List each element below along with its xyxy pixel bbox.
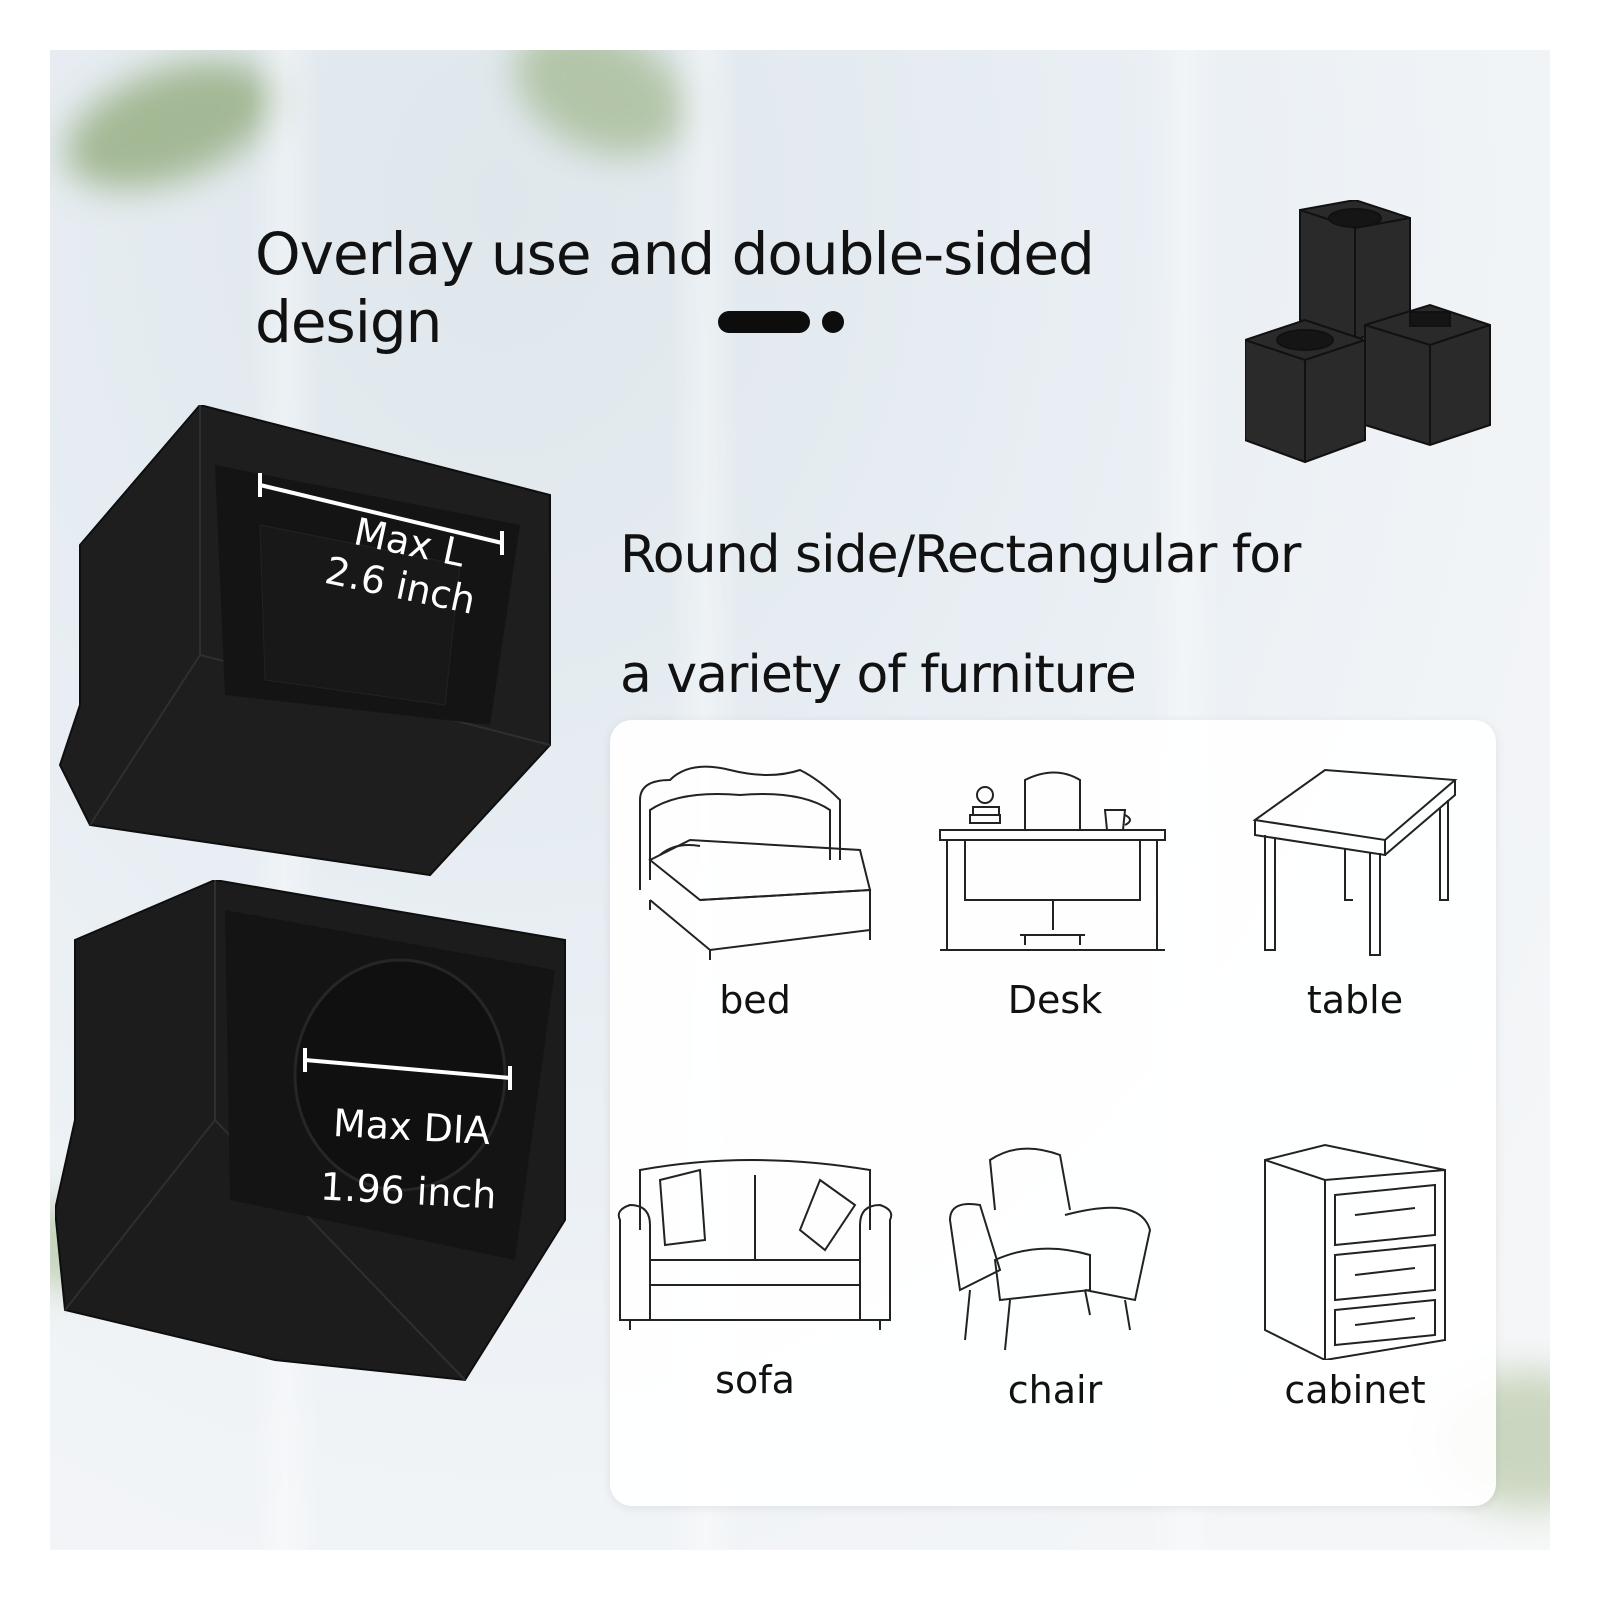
stacked-risers-image [1245,200,1491,464]
furniture-item-desk: Desk [910,760,1200,1022]
furniture-item-table: table [1210,760,1500,1022]
headline: Overlay use and double-sided design [255,220,1095,356]
divider-bar [718,311,810,333]
furniture-item-sofa: sofa [610,1150,900,1402]
subheadline-line2: a variety of furniture [620,645,1137,705]
divider-dot [822,311,844,333]
furniture-label: cabinet [1284,1368,1426,1412]
furniture-label: table [1306,978,1404,1022]
furniture-label: Desk [1007,978,1103,1022]
bed-icon [639,765,872,960]
furniture-label: chair [1007,1368,1103,1412]
furniture-item-chair: chair [910,1140,1200,1412]
furniture-item-cabinet: cabinet [1210,1140,1500,1412]
sofa-icon [617,1159,893,1330]
furniture-label: bed [719,978,791,1022]
bottom-riser-image [55,880,566,1382]
furniture-item-bed: bed [610,760,900,1022]
product-image: Overlay use and double-sided design [50,50,1550,1550]
chair-icon [948,1147,1152,1351]
top-riser-image [58,405,551,877]
max-diameter-label: Max DIA 1.96 inch [302,1100,517,1219]
cabinet-icon [1264,1143,1446,1360]
furniture-panel: bed Desk tabl [610,720,1496,1506]
subheadline-line1: Round side/Rectangular for [620,525,1301,585]
furniture-label: sofa [715,1358,795,1402]
desk-icon [939,771,1166,951]
table-icon [1252,768,1458,956]
